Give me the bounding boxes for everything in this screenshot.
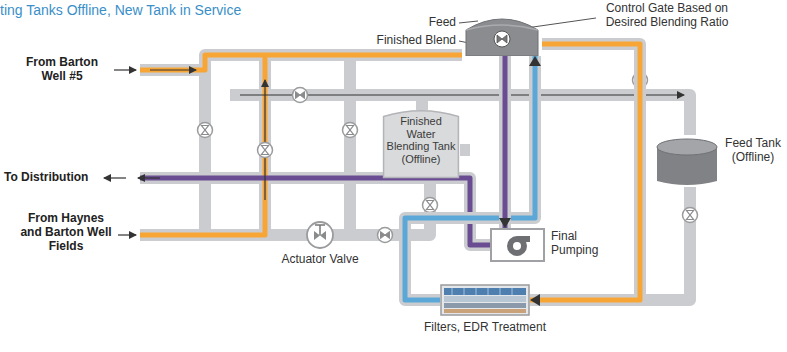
node-text: Final Pumping xyxy=(551,230,607,258)
arrow-head xyxy=(530,294,540,306)
filter-shape xyxy=(440,284,530,316)
node-text: Feed xyxy=(420,16,456,30)
callout-label: From Barton Well #5 xyxy=(14,56,110,84)
grey-pipes xyxy=(140,55,690,300)
arrow-head xyxy=(499,218,511,228)
feed-shape xyxy=(655,135,719,187)
top-shape xyxy=(462,14,542,56)
page-title: ting Tanks Offline, New Tank in Service xyxy=(0,2,241,18)
flow-connector xyxy=(530,44,640,306)
flow-arrows xyxy=(104,70,684,235)
node-text: Finished Water Blending Tank (Offline) xyxy=(382,108,460,173)
node-text: Actuator Valve xyxy=(280,253,360,267)
pump-shape xyxy=(490,228,545,262)
flow-connector xyxy=(499,56,511,228)
arrow-head xyxy=(529,56,541,66)
node-text: Filters, EDR Treatment xyxy=(420,321,550,335)
node-text: Finished Blend xyxy=(370,34,456,48)
callout-label: Control Gate Based on Desired Blending R… xyxy=(596,2,738,30)
flow-line xyxy=(530,44,640,300)
pipe-base xyxy=(499,56,511,228)
filter-unit: Filters, EDR Treatment xyxy=(440,284,530,316)
flow-line xyxy=(503,56,508,228)
feed-tank: Feed Tank (Offline) xyxy=(655,135,719,187)
pump-box: Final Pumping xyxy=(490,228,545,262)
node-text: Feed Tank (Offline) xyxy=(725,137,781,165)
blending-tank: Finished Water Blending Tank (Offline) xyxy=(382,108,460,179)
pipe-base xyxy=(530,44,640,300)
act-shape xyxy=(305,220,335,250)
callout-label: To Distribution xyxy=(4,171,102,185)
actuator-valve: Actuator Valve xyxy=(305,220,335,250)
blend-tank: FeedFinished Blend xyxy=(462,14,542,56)
callout-label: From Haynes and Barton Well Fields xyxy=(18,212,114,253)
